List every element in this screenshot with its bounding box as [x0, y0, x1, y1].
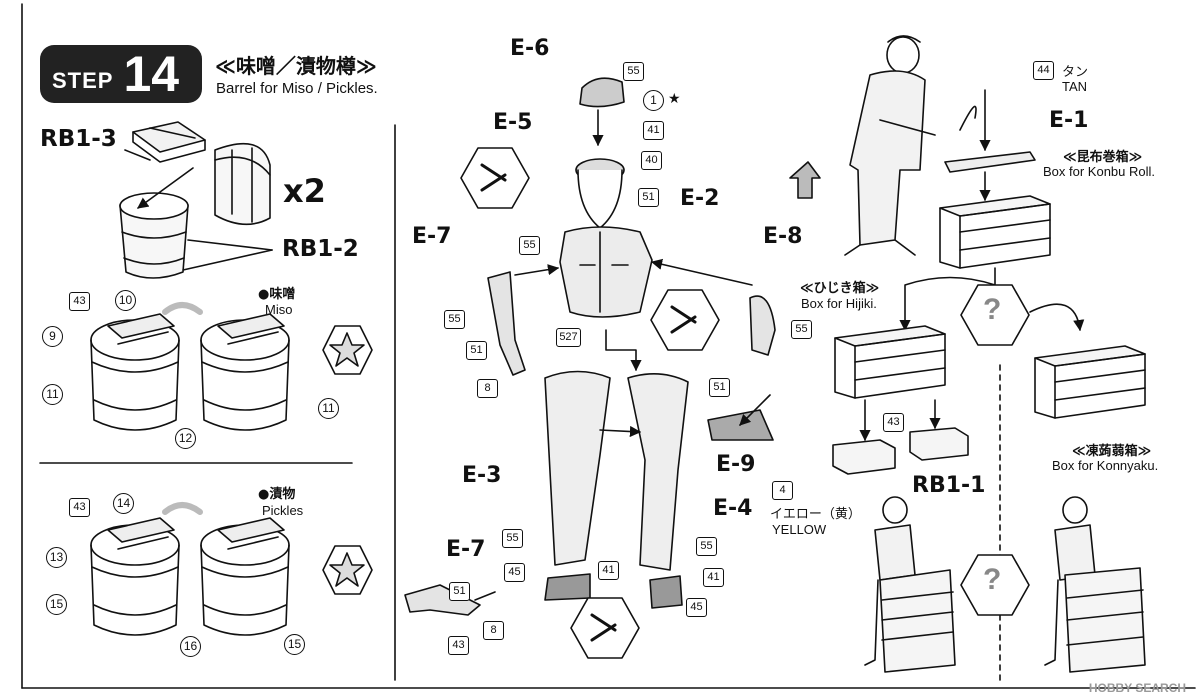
callout-hand-left: 8	[477, 379, 498, 398]
nipper-hex-3	[570, 597, 640, 659]
hijiki-label-jp: ≪ひじき箱≫	[800, 281, 880, 296]
callout-leg-right: 55	[696, 537, 717, 556]
question-hex-1	[960, 284, 1030, 346]
tan-label-en: TAN	[1062, 79, 1088, 94]
pickles-label-jp: ●漬物	[258, 487, 296, 502]
part-rb1-3: RB1-3	[40, 126, 117, 152]
callout-leg-left: 55	[502, 529, 523, 548]
callout-hat-circle: 1	[643, 90, 664, 111]
watermark: HOBBY SEARCH	[1088, 681, 1186, 695]
callout-hat-bottom: 41	[643, 121, 664, 140]
callout-shoe-left-1: 45	[504, 563, 525, 582]
konnyaku-label-jp: ≪凍蒟蒻箱≫	[1072, 444, 1152, 459]
callout-shirt-bottom: 527	[556, 328, 581, 347]
callout-hat-top: 55	[623, 62, 644, 81]
konbu-box-drawing	[939, 195, 1051, 269]
miso-label-en: Miso	[265, 302, 293, 317]
konnyaku-label-en: Box for Konnyaku.	[1052, 458, 1159, 473]
decal-hex-miso	[322, 325, 373, 375]
pickles-callout-16: 16	[180, 636, 201, 657]
part-e9: E-9	[716, 452, 756, 477]
direction-arrow	[789, 161, 821, 199]
barrel-lid-drawing	[132, 121, 206, 163]
miso-callout-43: 43	[69, 292, 90, 311]
pickles-barrel-left	[90, 517, 180, 636]
question-mark-icon: ?	[983, 293, 1002, 326]
bottom-worker-left	[864, 496, 956, 673]
pickles-callout-14: 14	[113, 493, 134, 514]
title-jp: ≪味噌／漬物樽≫	[215, 54, 377, 78]
question-hex-2	[960, 554, 1030, 616]
pickles-callout-15-left: 15	[46, 594, 67, 615]
callout-arm-bottom-1: 51	[449, 582, 470, 601]
pickles-label-en: Pickles	[262, 503, 304, 518]
part-e6: E-6	[510, 36, 550, 61]
miso-callout-10: 10	[115, 290, 136, 311]
pickles-callout-13: 13	[46, 547, 67, 568]
callout-hand-right: 51	[709, 378, 730, 397]
callout-shirt: 55	[519, 236, 540, 255]
part-rb1-1: RB1-1	[912, 473, 986, 498]
step-number: 14	[123, 46, 180, 102]
pickles-callout-43: 43	[69, 498, 90, 517]
hijiki-box-drawing	[834, 325, 946, 399]
worker-figure	[844, 35, 936, 256]
callout-arm-left: 55	[444, 310, 465, 329]
konbu-label-jp: ≪昆布巻箱≫	[1063, 150, 1143, 165]
tan-label-jp: タン	[1062, 64, 1089, 79]
step-word: STEP	[52, 68, 114, 93]
hijiki-label-en: Box for Hijiki.	[801, 296, 877, 311]
part-e1: E-1	[1049, 108, 1089, 133]
figure-drawing	[404, 77, 776, 616]
callout-arm-bottom-3: 43	[448, 636, 469, 655]
part-e3: E-3	[462, 463, 502, 488]
barrel-body-drawing	[119, 192, 189, 279]
multiplier: x2	[283, 172, 326, 210]
barrel-half-drawing	[214, 142, 271, 226]
callout-neck: 51	[638, 188, 659, 207]
callout-shoe-right-1: 41	[703, 568, 724, 587]
callout-arm-left-mid: 51	[466, 341, 487, 360]
glove-color-en: YELLOW	[772, 522, 827, 537]
konnyaku-box-drawing	[1034, 345, 1146, 419]
nipper-hex-2	[650, 289, 720, 351]
part-e8: E-8	[763, 224, 803, 249]
miso-callout-12: 12	[175, 428, 196, 449]
miso-callout-11-left: 11	[42, 384, 63, 405]
part-e7-top: E-7	[412, 224, 452, 249]
part-e2: E-2	[680, 186, 720, 211]
miso-barrel-right	[200, 313, 290, 431]
bottom-worker-right	[1044, 496, 1146, 673]
part-e4: E-4	[713, 496, 753, 521]
part-rb1-2: RB1-2	[282, 236, 359, 262]
callout-glove: 4	[772, 481, 793, 500]
miso-barrel-left	[90, 313, 180, 431]
star-icon: ★	[668, 90, 681, 106]
miso-callout-11-right: 11	[318, 398, 339, 419]
title-en: Barrel for Miso / Pickles.	[216, 80, 378, 97]
callout-shoe-left-2: 41	[598, 561, 619, 580]
pickles-callout-15-right: 15	[284, 634, 305, 655]
callout-tan: 44	[1033, 61, 1054, 80]
nipper-hex-1	[460, 147, 530, 209]
callout-arm-right: 55	[791, 320, 812, 339]
callout-rb-43: 43	[883, 413, 904, 432]
callout-arm-bottom-2: 8	[483, 621, 504, 640]
question-mark-icon-2: ?	[983, 563, 1002, 596]
glove-color-jp: イエロー（黄）	[770, 507, 861, 522]
decal-hex-pickles	[322, 545, 373, 595]
part-e5: E-5	[493, 110, 533, 135]
miso-callout-9: 9	[42, 326, 63, 347]
step-badge: STEP 14	[40, 45, 202, 103]
pickles-barrel-right	[200, 517, 290, 636]
callout-face: 40	[641, 151, 662, 170]
part-e7-bottom: E-7	[446, 537, 486, 562]
miso-label-jp: ●味噌	[258, 287, 296, 302]
konbu-label-en: Box for Konbu Roll.	[1043, 164, 1156, 179]
callout-shoe-right-2: 45	[686, 598, 707, 617]
